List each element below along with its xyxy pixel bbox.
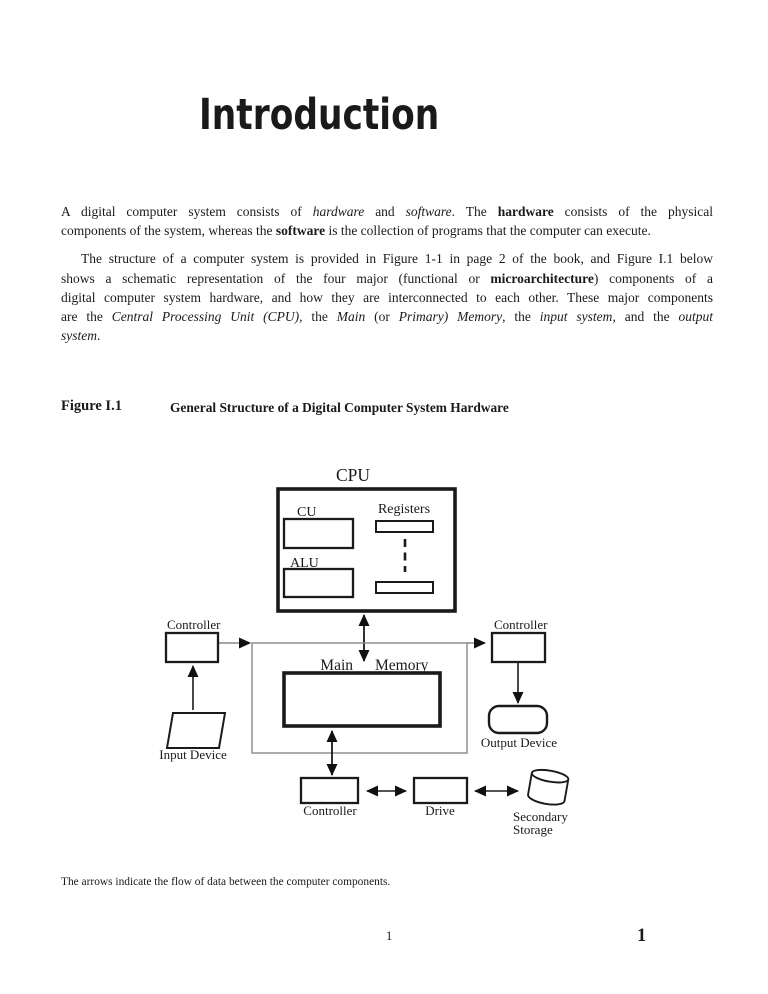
main-memory-box <box>282 671 442 728</box>
input-controller-box <box>164 631 220 664</box>
text-line: digital computer system hardware, and ho… <box>61 289 713 305</box>
text-line: shows a schematic representation of the … <box>61 270 713 286</box>
cu-box <box>282 517 355 550</box>
text-line: system. <box>61 328 101 344</box>
paragraph: A digital computer system consists of ha… <box>61 202 713 240</box>
text-line: The structure of a computer system is pr… <box>81 251 713 267</box>
alu-label: ALU <box>290 556 319 571</box>
cu-label: CU <box>297 505 316 520</box>
register-top-box <box>375 520 434 533</box>
output-controller-label: Controller <box>494 617 548 632</box>
figure-label: Figure I.1 <box>61 398 122 414</box>
alu-box <box>282 567 355 599</box>
input-device-label: Input Device <box>159 747 227 762</box>
page-number-center: 1 <box>386 929 393 943</box>
page-number-corner: 1 <box>637 926 647 946</box>
output-device-shape <box>487 704 549 735</box>
input-controller-label: Controller <box>167 617 221 632</box>
storage-controller-box <box>299 776 360 805</box>
body-paragraphs: A digital computer system consists of ha… <box>61 202 713 345</box>
cpu-label: CPU <box>336 465 370 485</box>
register-bottom-box <box>375 581 434 594</box>
text-line: components of the system, whereas the so… <box>61 223 651 239</box>
main-memory-label-main: Main <box>320 657 353 674</box>
storage-controller-label: Controller <box>303 803 357 818</box>
page-title: Introduction <box>199 90 440 140</box>
secondary-storage-cylinder <box>527 768 570 806</box>
output-device-label: Output Device <box>481 735 557 750</box>
registers-label: Registers <box>378 502 430 517</box>
text-line: are the Central Processing Unit (CPU), t… <box>61 309 713 325</box>
drive-label: Drive <box>425 803 455 818</box>
bus-boundary <box>251 642 468 754</box>
output-controller-box <box>490 631 547 664</box>
main-memory-label-memory: Memory <box>375 657 429 674</box>
text-line: A digital computer system consists of ha… <box>61 204 713 219</box>
figure-diagram: CPU CU Registers ALU Controller Input De… <box>159 465 570 837</box>
figure-caption-text: General Structure of a Digital Computer … <box>170 400 509 415</box>
input-device-shape <box>165 712 227 749</box>
secondary-storage-label-line2: Storage <box>513 822 553 837</box>
figure-note: The arrows indicate the flow of data bet… <box>61 876 391 888</box>
drive-box <box>412 776 469 805</box>
secondary-storage-label-line1: Secondary <box>513 809 568 824</box>
paragraph: The structure of a computer system is pr… <box>61 249 713 345</box>
